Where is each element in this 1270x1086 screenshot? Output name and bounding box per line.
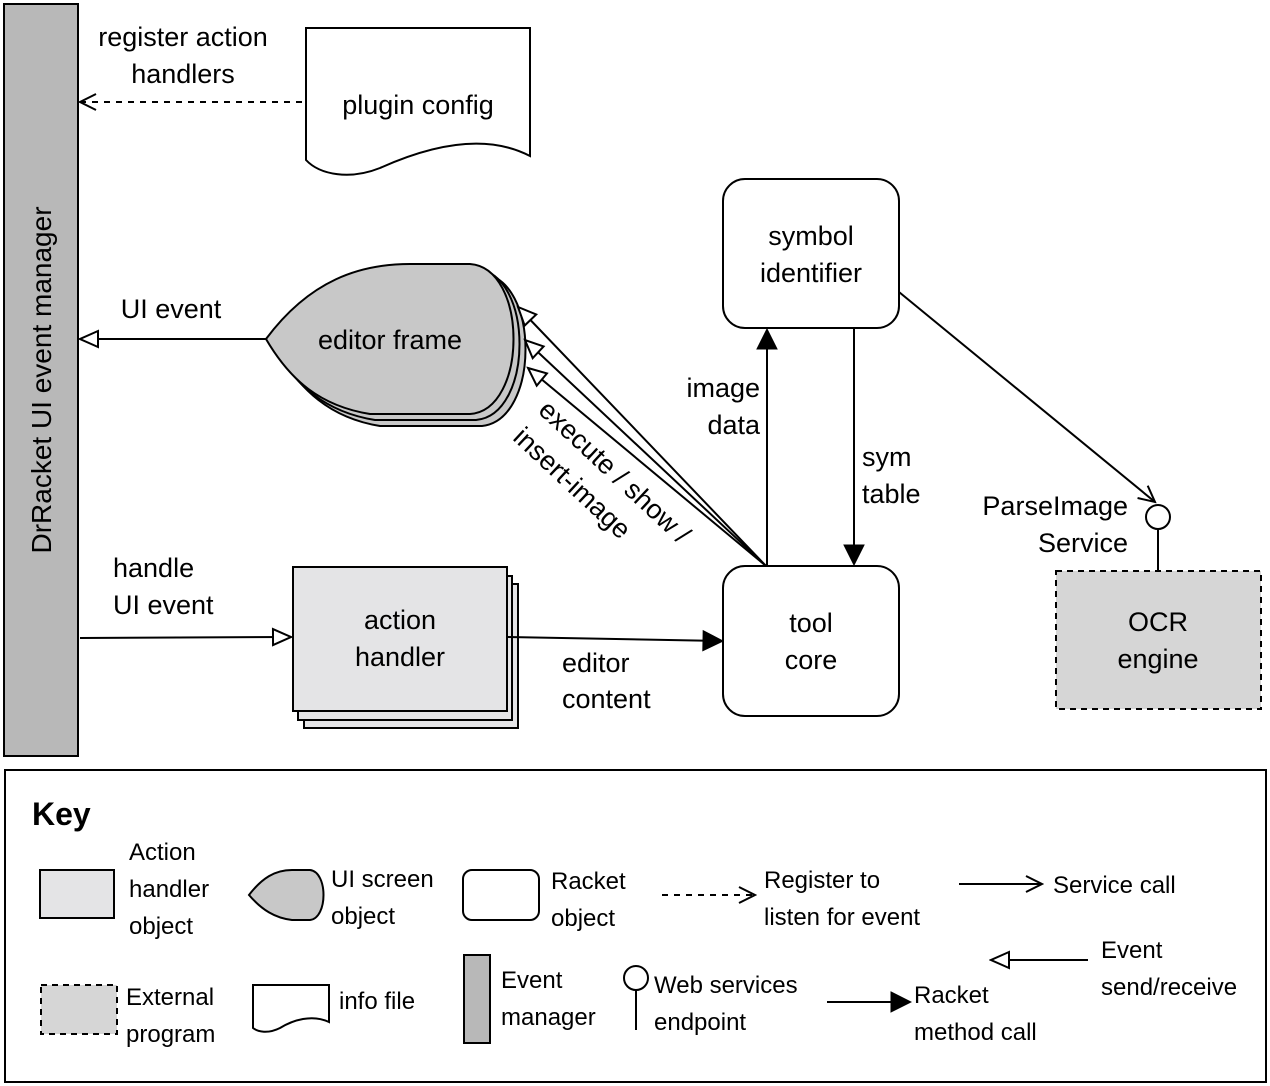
key-action-handler-swatch (39, 869, 115, 919)
key-event-manager-2: manager (501, 1004, 596, 1031)
key-method-call-2: method call (914, 1019, 1037, 1046)
key-action-handler-2: handler (129, 876, 209, 903)
tool-core-label-1: tool (789, 608, 833, 638)
editor-content-label-1: editor (562, 648, 630, 678)
key-racket-object-1: Racket (551, 868, 626, 895)
key-web-services-2: endpoint (654, 1009, 746, 1036)
sym-table-label-2: table (862, 479, 921, 509)
key-info-file-swatch (252, 984, 330, 1033)
key-register-2: listen for event (764, 904, 920, 931)
handle-ui-event-label-2: UI event (113, 590, 214, 620)
editor-frame-label: editor frame (318, 325, 462, 355)
editor-frame: editor frame (264, 263, 527, 427)
tool-core: tool core (722, 565, 900, 717)
image-data-label-2: data (707, 410, 761, 440)
parse-service-label-1: ParseImage (982, 491, 1128, 521)
execute-arrow-1 (518, 307, 767, 567)
key-external-swatch (40, 984, 118, 1035)
key-racket-object-2: object (551, 905, 615, 932)
handle-ui-event-arrow (79, 637, 291, 638)
editor-content-label-2: content (562, 684, 651, 714)
parse-service-label-2: Service (1038, 528, 1128, 558)
service-call-arrow (898, 291, 1155, 502)
key-panel: Key Action handler object UI screen obje… (4, 769, 1267, 1083)
action-handler-label-2: handler (355, 642, 445, 672)
key-action-handler-3: object (129, 913, 193, 940)
handle-ui-event-label-1: handle (113, 553, 194, 583)
key-event-manager-1: Event (501, 967, 563, 994)
execute-arrow-2 (525, 340, 767, 567)
ui-event-label: UI event (121, 294, 222, 324)
action-handler: action handler (292, 566, 519, 729)
key-endpoint-circle (623, 965, 649, 991)
key-service-call: Service call (1053, 872, 1176, 899)
event-manager-label: DrRacket UI event manager (26, 206, 57, 553)
register-handlers-label-1: register action (98, 22, 268, 52)
key-ui-screen-swatch (247, 869, 325, 921)
key-external-2: program (126, 1021, 215, 1048)
key-web-services-1: Web services (654, 972, 798, 999)
symbol-identifier: symbol identifier (722, 178, 900, 329)
ocr-engine-label-2: engine (1117, 644, 1198, 674)
sym-table-label-1: sym (862, 442, 912, 472)
endpoint-circle (1145, 504, 1171, 530)
register-handlers-label-2: handlers (131, 59, 235, 89)
key-register-1: Register to (764, 867, 880, 894)
key-ui-screen-2: object (331, 903, 395, 930)
tool-core-label-2: core (785, 645, 838, 675)
key-event-send-2: send/receive (1101, 974, 1237, 1001)
key-method-call-1: Racket (914, 982, 989, 1009)
key-racket-object-swatch (462, 869, 540, 921)
key-ui-screen-1: UI screen (331, 866, 434, 893)
execute-arrow-3 (528, 368, 767, 567)
key-event-send-1: Event (1101, 937, 1163, 964)
action-handler-label-1: action (364, 605, 436, 635)
editor-content-arrow (507, 637, 722, 641)
key-info-file: info file (339, 988, 415, 1015)
ocr-engine-label-1: OCR (1128, 607, 1188, 637)
key-action-handler-1: Action (129, 839, 196, 866)
image-data-label-1: image (686, 373, 760, 403)
ocr-engine: OCR engine (1055, 570, 1262, 710)
plugin-config-label: plugin config (342, 90, 494, 120)
symbol-identifier-label-2: identifier (760, 258, 862, 288)
plugin-config: plugin config (305, 27, 531, 176)
symbol-identifier-label-1: symbol (768, 221, 854, 251)
event-manager: DrRacket UI event manager (3, 3, 79, 757)
key-title: Key (32, 796, 91, 832)
key-external-1: External (126, 984, 214, 1011)
key-event-manager-swatch (463, 954, 491, 1044)
